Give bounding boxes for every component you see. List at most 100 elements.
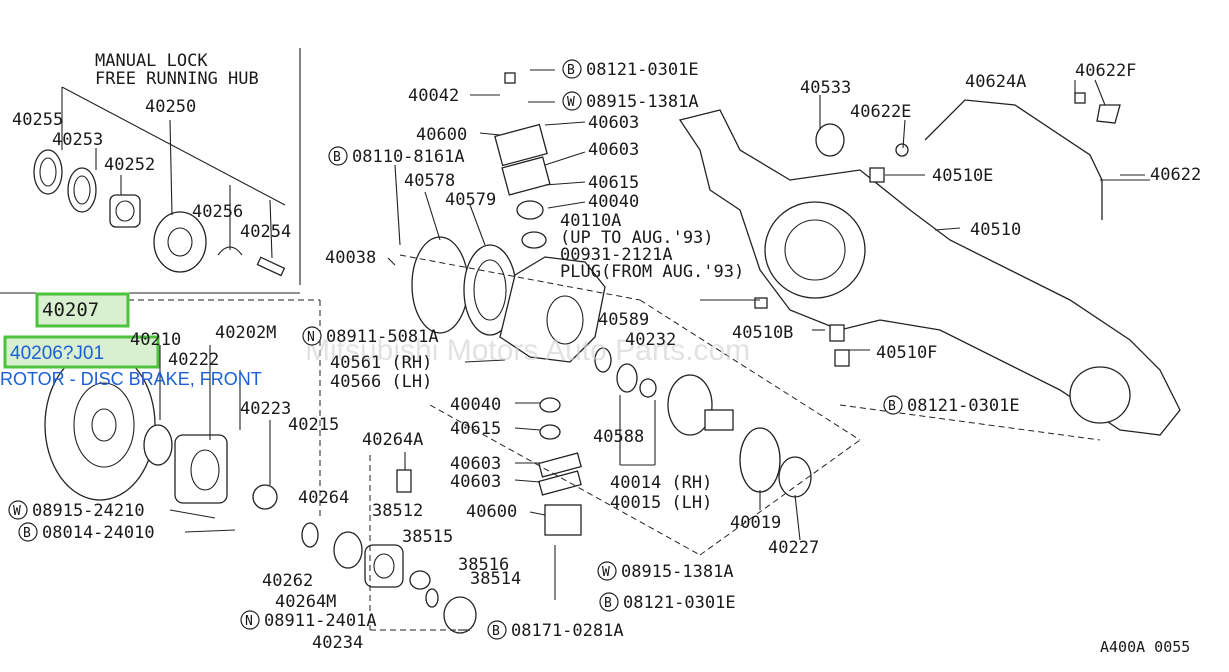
- part-label[interactable]: 40015 (LH): [610, 493, 712, 513]
- svg-text:B: B: [23, 526, 31, 541]
- washer-callout[interactable]: W 08915-1381A: [562, 91, 699, 112]
- svg-text:W: W: [13, 504, 21, 519]
- highlight-box-40207[interactable]: [35, 292, 130, 328]
- inset-title-line2: FREE RUNNING HUB: [95, 69, 259, 89]
- part-label[interactable]: 40042: [408, 86, 459, 106]
- part-label[interactable]: 40264A: [362, 430, 423, 450]
- nut-callout[interactable]: N 08911-2401A: [240, 610, 377, 631]
- part-label[interactable]: 40600: [466, 502, 517, 522]
- part-label[interactable]: 40215: [288, 415, 339, 435]
- part-label[interactable]: 40223: [240, 399, 291, 419]
- part-label[interactable]: 40256: [192, 202, 243, 222]
- part-label[interactable]: 40264: [298, 488, 349, 508]
- part-label[interactable]: 40603: [450, 454, 501, 474]
- part-label[interactable]: 40589: [598, 310, 649, 330]
- part-label[interactable]: 40603: [450, 472, 501, 492]
- part-label[interactable]: 40600: [416, 125, 467, 145]
- leader-lines: [169, 69, 586, 631]
- part-label[interactable]: 40234: [312, 633, 363, 653]
- svg-text:B: B: [333, 150, 341, 165]
- part-label[interactable]: 40262: [262, 571, 313, 591]
- part-label[interactable]: 40110A: [560, 211, 621, 231]
- inset-title-line1: MANUAL LOCK: [95, 51, 208, 71]
- part-label[interactable]: 40533: [800, 78, 851, 98]
- washer-callout[interactable]: W 08915-24210: [8, 500, 145, 521]
- part-label[interactable]: 38515: [402, 527, 453, 547]
- inset-hub-parts: [33, 86, 286, 277]
- part-label[interactable]: 40622: [1150, 165, 1201, 185]
- part-note: (UP TO AUG.'93): [560, 228, 714, 248]
- part-label[interactable]: 40038: [325, 248, 376, 268]
- washer-callout[interactable]: W 08915-1381A: [597, 561, 734, 582]
- part-label[interactable]: 40579: [445, 190, 496, 210]
- highlighted-part-40207[interactable]: 40207: [42, 299, 99, 321]
- part-label[interactable]: 40040: [450, 395, 501, 415]
- figure-code: A400A 0055: [1100, 638, 1190, 656]
- part-label[interactable]: 40510E: [932, 166, 993, 186]
- part-label[interactable]: 40019: [730, 513, 781, 533]
- part-label[interactable]: 40566 (LH): [330, 372, 432, 392]
- svg-text:08014-24010: 08014-24010: [42, 523, 155, 543]
- nut-callout[interactable]: N 08911-5081A: [302, 326, 439, 347]
- bolt-callout[interactable]: B 08110-8161A: [328, 146, 465, 167]
- bolt-callout[interactable]: B 08014-24010: [18, 522, 155, 543]
- svg-text:08121-0301E: 08121-0301E: [586, 60, 699, 80]
- knuckle-assembly: [399, 72, 861, 556]
- part-label[interactable]: 40227: [768, 538, 819, 558]
- part-label[interactable]: 38514: [470, 569, 521, 589]
- part-label[interactable]: 40254: [240, 222, 291, 242]
- part-label[interactable]: 40250: [145, 97, 196, 117]
- svg-text:B: B: [492, 624, 500, 639]
- svg-text:W: W: [602, 565, 610, 580]
- part-label[interactable]: 40264M: [275, 592, 336, 612]
- part-label[interactable]: 40014 (RH): [610, 473, 712, 493]
- part-label[interactable]: 40255: [12, 110, 63, 130]
- svg-text:B: B: [604, 596, 612, 611]
- bolt-callout[interactable]: B 08121-0301E: [599, 592, 736, 613]
- part-label[interactable]: 00931-2121A: [560, 245, 673, 265]
- selected-part-number[interactable]: 40206?J01: [10, 343, 104, 364]
- svg-text:08915-1381A: 08915-1381A: [586, 92, 699, 112]
- part-label[interactable]: 40222: [168, 350, 219, 370]
- rotor-assembly: [44, 299, 321, 520]
- part-label[interactable]: 40040: [588, 192, 639, 212]
- svg-text:08915-24210: 08915-24210: [32, 501, 145, 521]
- svg-text:08121-0301E: 08121-0301E: [623, 593, 736, 613]
- part-label[interactable]: 40510B: [732, 323, 793, 343]
- part-label[interactable]: 40622E: [850, 102, 911, 122]
- part-label[interactable]: 40510F: [876, 343, 937, 363]
- part-label[interactable]: 40561 (RH): [330, 353, 432, 373]
- bolt-callout[interactable]: B 08121-0301E: [883, 395, 1020, 416]
- lower-hub-parts: [301, 455, 477, 634]
- part-label[interactable]: 40253: [52, 130, 103, 150]
- part-label[interactable]: 40578: [404, 171, 455, 191]
- part-label[interactable]: 40615: [450, 419, 501, 439]
- svg-text:B: B: [888, 399, 896, 414]
- part-label[interactable]: 40510: [970, 220, 1021, 240]
- svg-text:N: N: [245, 614, 253, 629]
- part-label[interactable]: 40603: [588, 140, 639, 160]
- part-label[interactable]: 40588: [593, 427, 644, 447]
- svg-text:08911-2401A: 08911-2401A: [264, 611, 377, 631]
- part-label[interactable]: 40622F: [1075, 61, 1136, 81]
- svg-text:08171-0281A: 08171-0281A: [511, 621, 624, 641]
- part-label[interactable]: 40210: [130, 330, 181, 350]
- part-label[interactable]: 40202M: [215, 323, 276, 343]
- part-note: PLUG(FROM AUG.'93): [560, 262, 744, 282]
- highlight-box-selected[interactable]: [3, 335, 160, 369]
- svg-text:N: N: [307, 330, 315, 345]
- watermark: Mitsubishi Motors Auto Parts.com: [305, 334, 750, 367]
- part-label[interactable]: 40624A: [965, 72, 1026, 92]
- axle-housing: [678, 79, 1181, 441]
- part-label[interactable]: 38512: [372, 501, 423, 521]
- bolt-callout[interactable]: B 08121-0301E: [562, 59, 699, 80]
- part-label[interactable]: 40232: [625, 330, 676, 350]
- part-label[interactable]: 40615: [588, 173, 639, 193]
- part-label[interactable]: 40252: [104, 155, 155, 175]
- part-label[interactable]: 38516: [458, 555, 509, 575]
- svg-text:08121-0301E: 08121-0301E: [907, 396, 1020, 416]
- bolt-callout[interactable]: B 08171-0281A: [487, 620, 624, 641]
- part-label[interactable]: 40603: [588, 113, 639, 133]
